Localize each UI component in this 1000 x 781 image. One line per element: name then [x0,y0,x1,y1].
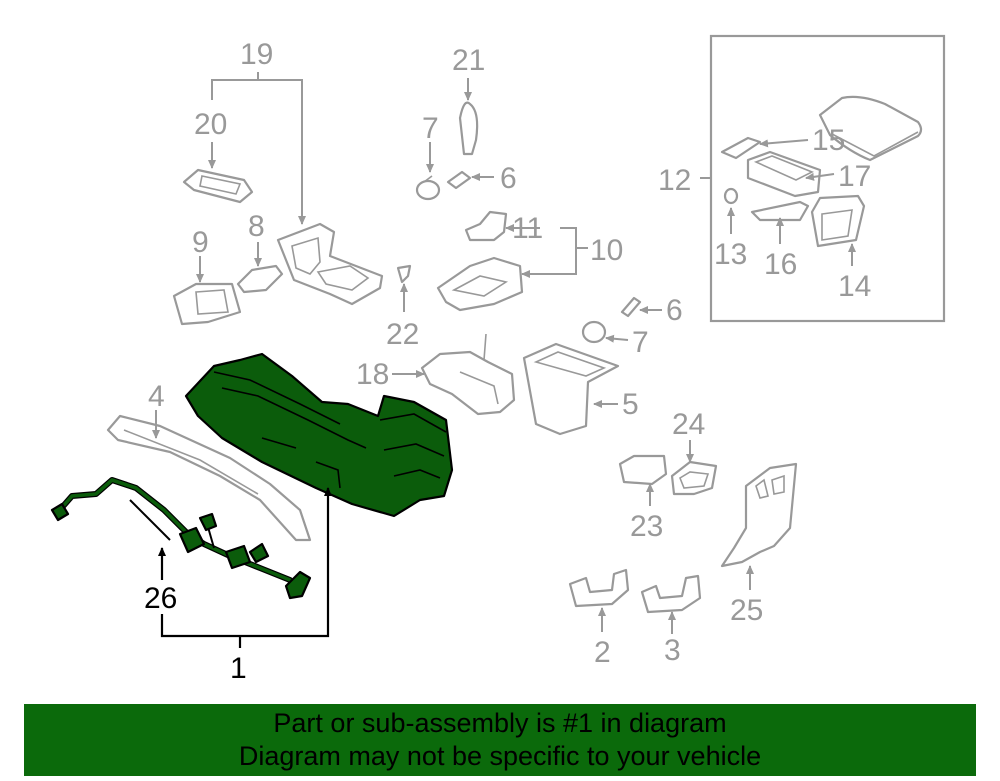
callout-12: 12 [658,164,691,197]
part-24-switch-bezel[interactable] [670,460,718,496]
part-21-shift-knob[interactable] [458,101,479,156]
callout-15: 15 [812,124,845,157]
callout-20: 20 [194,108,227,141]
callout-13: 13 [714,238,747,271]
callout-8: 8 [248,210,265,243]
part-3-bracket[interactable] [640,574,702,614]
kit-12-box [709,34,946,323]
part-17-tray[interactable] [746,150,822,198]
callout-6-lower: 6 [666,294,683,327]
part-19-bezel[interactable] [276,222,384,306]
callout-18: 18 [356,358,389,391]
callout-10: 10 [590,234,623,267]
parts-diagram: 19 20 21 7 6 12 15 17 13 16 14 11 10 8 9… [50,34,946,685]
part-5-storage-bin[interactable] [522,342,620,436]
part-22-fastener[interactable] [396,264,412,284]
callout-26: 26 [144,582,177,615]
part-7-boot-top[interactable] [415,175,441,201]
callout-4: 4 [148,380,165,413]
part-6-bulb-top[interactable] [446,170,472,190]
part-26-wire-harness[interactable] [50,477,312,600]
callout-11: 11 [512,212,543,245]
callout-14: 14 [838,270,871,303]
callout-9: 9 [192,226,209,259]
part-10-shifter-trim[interactable] [436,256,524,312]
callout-17: 17 [838,160,871,193]
callout-22: 22 [386,318,419,351]
callout-6: 6 [500,162,517,195]
part-6-bulb-mid[interactable] [620,296,642,318]
part-7-boot-mid[interactable] [581,320,607,344]
part-23-switch-blank[interactable] [618,454,668,486]
part-8-switch[interactable] [236,264,284,294]
callout-5: 5 [622,388,639,421]
part-2-bracket[interactable] [568,568,630,608]
part-20-trim-plate[interactable] [182,168,254,204]
callout-25: 25 [730,594,763,627]
callout-19: 19 [240,38,273,71]
callout-24: 24 [672,408,705,441]
callout-2: 2 [594,636,611,669]
callout-7: 7 [422,112,439,145]
part-25-side-panel[interactable] [720,462,798,568]
part-4-side-trim[interactable] [106,414,312,542]
part-18-shifter-base[interactable] [420,333,516,416]
callout-7-lower: 7 [632,326,649,359]
part-15-pad[interactable] [720,136,762,160]
part-14-bin[interactable] [810,194,866,248]
callout-23: 23 [630,510,663,543]
part-16-plate[interactable] [750,200,810,222]
part-12-armrest-lid[interactable] [818,95,923,162]
callout-16: 16 [764,248,797,281]
footer-line-1: Part or sub-assembly is #1 in diagram [273,708,727,738]
footer-line-2: Diagram may not be specific to your vehi… [238,741,762,771]
part-13-clip[interactable] [723,187,739,205]
part-9-panel[interactable] [172,282,242,326]
callout-21: 21 [452,44,485,77]
part-1-console-assembly[interactable] [184,352,454,518]
callout-1: 1 [230,652,247,685]
footer-banner: Part or sub-assembly is #1 in diagram Di… [24,704,976,776]
part-11-bracket[interactable] [464,210,508,242]
callout-3: 3 [664,634,681,667]
